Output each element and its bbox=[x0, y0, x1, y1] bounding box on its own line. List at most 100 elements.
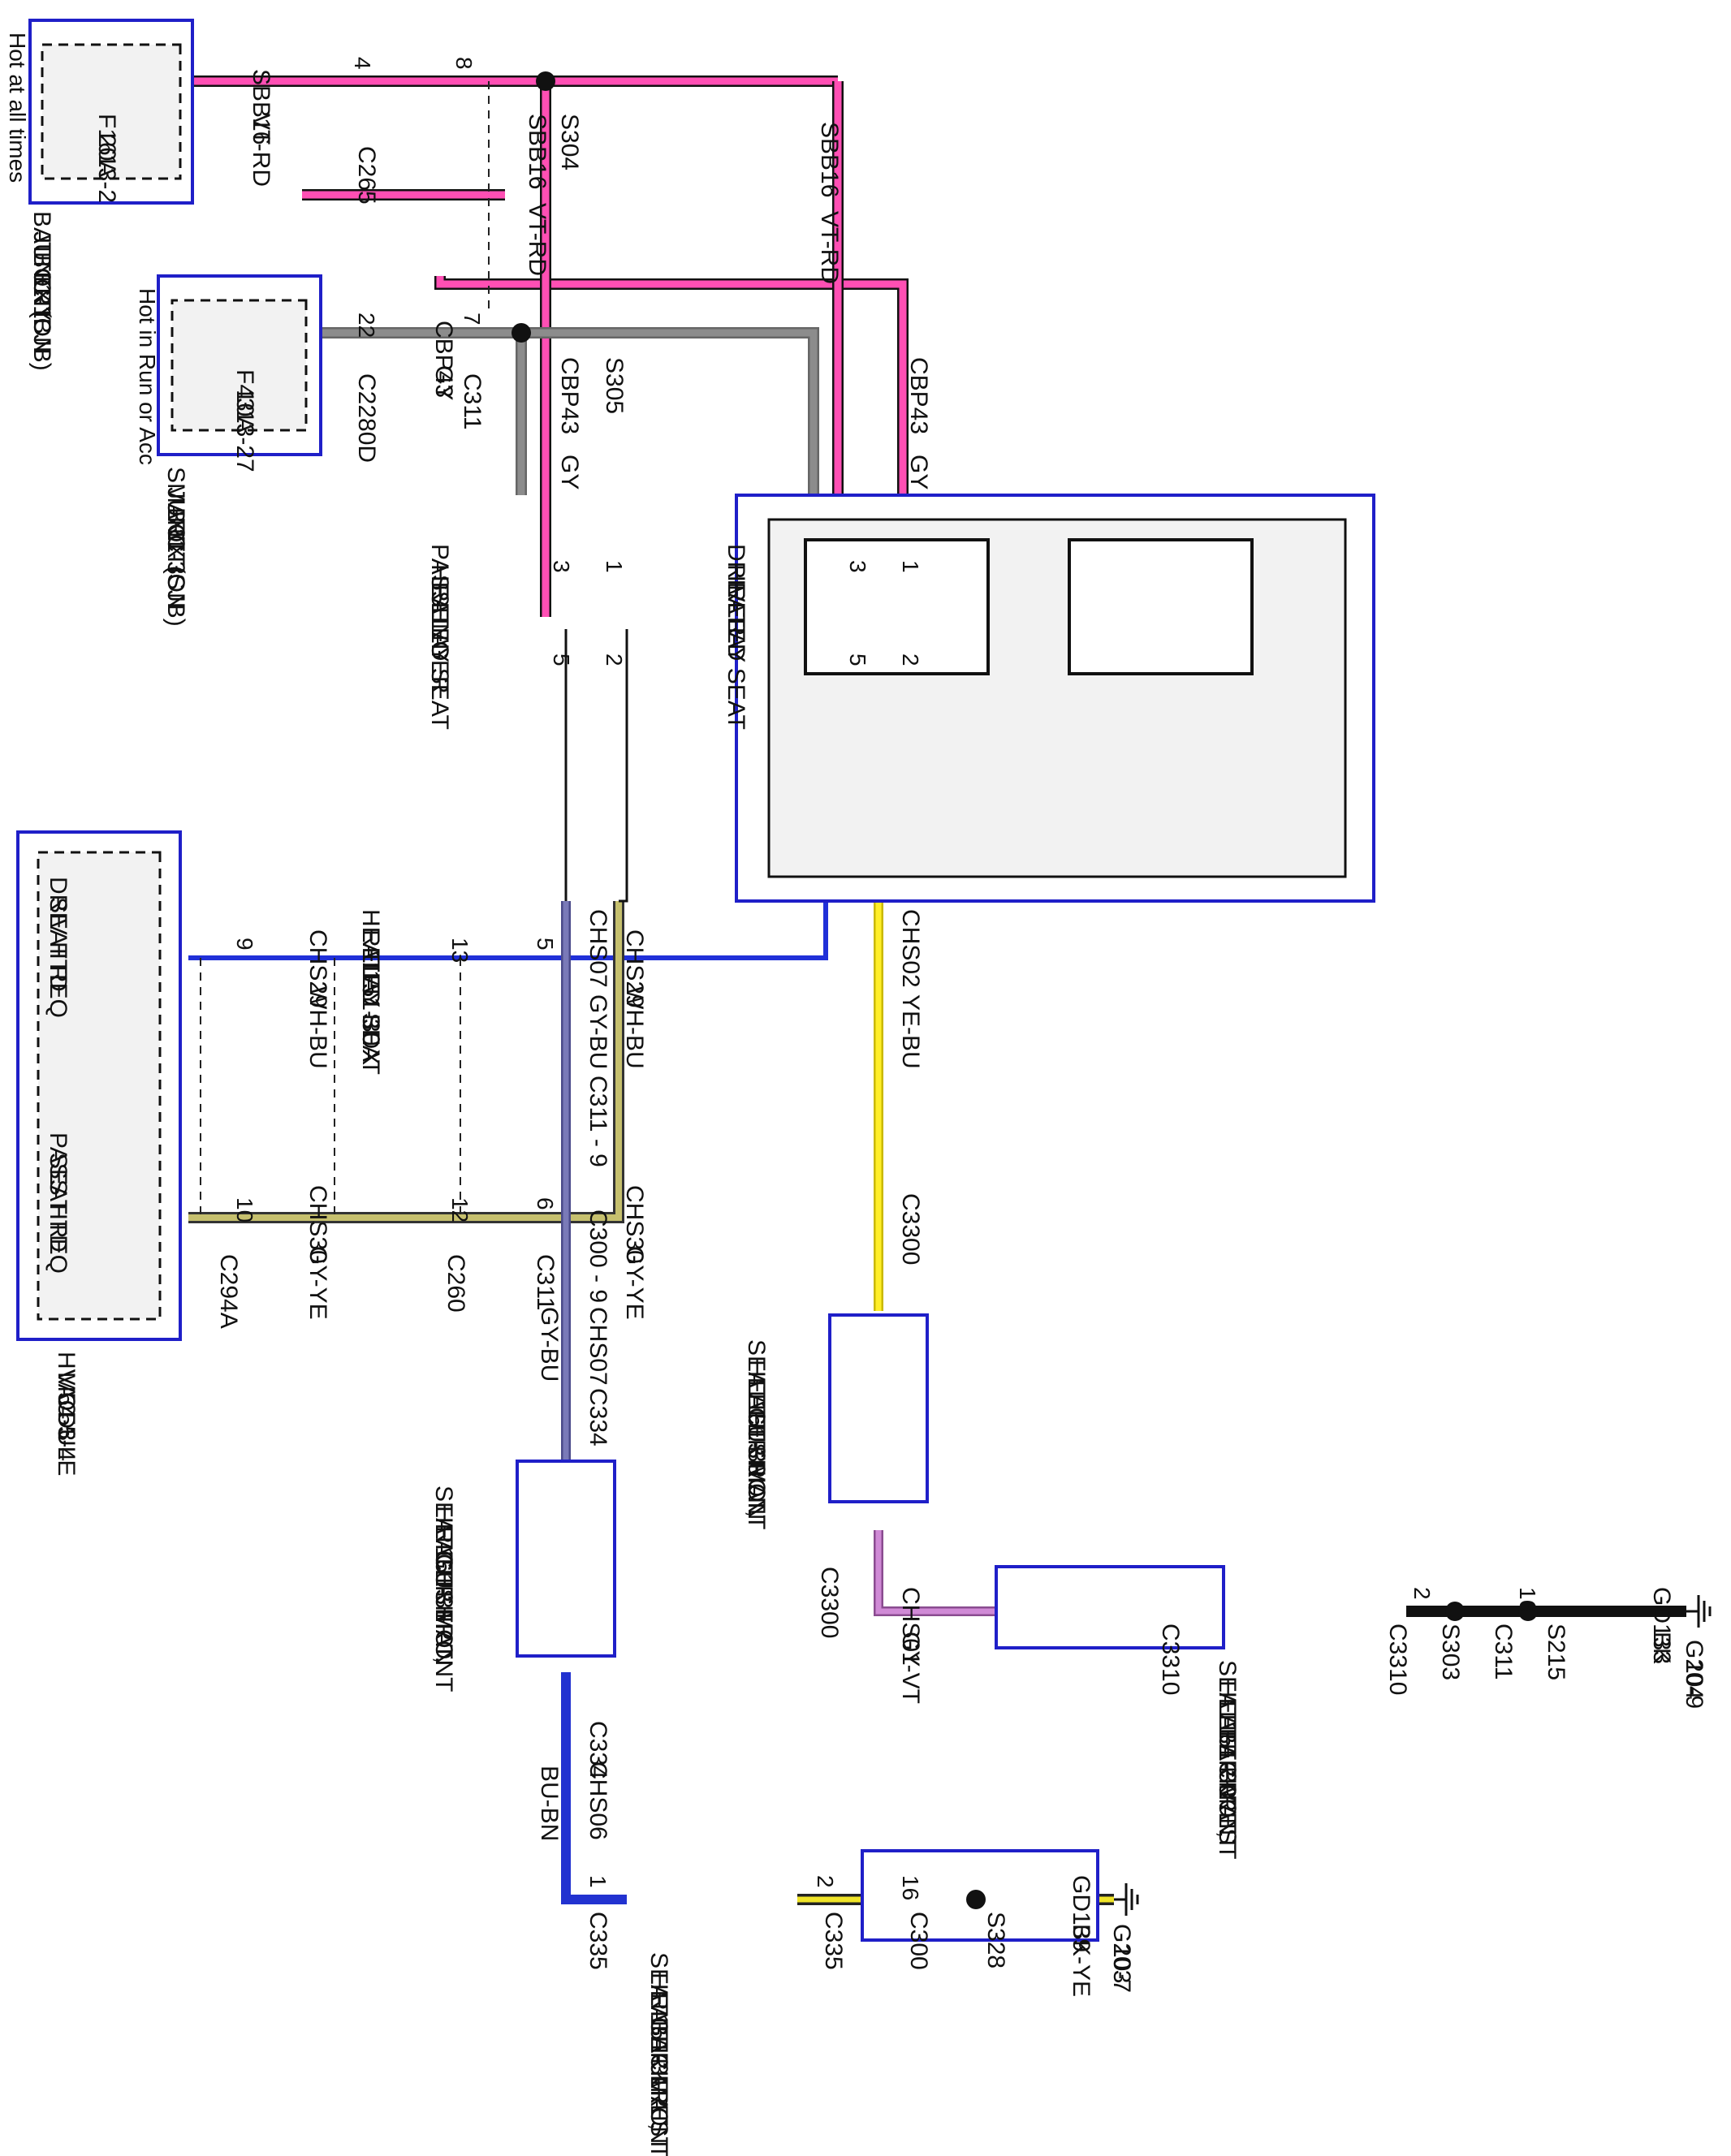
lf-back-line2: HEATER MAT, bbox=[1214, 1680, 1241, 1838]
hvac-title-line2: MODULE bbox=[53, 1372, 80, 1476]
lf-cushion-line4: 151-30 bbox=[743, 1400, 770, 1476]
sjb-title-line2: JUNCTION bbox=[162, 487, 189, 610]
wire-relay-p2-pass bbox=[619, 629, 628, 903]
label-s304: S304 bbox=[556, 114, 583, 170]
label-gyvt: GY-VT bbox=[897, 1632, 924, 1704]
sjb-fuse-area bbox=[171, 299, 308, 432]
wire-chs06 bbox=[561, 1672, 627, 1904]
label-gy-mid: GY bbox=[556, 455, 583, 489]
labels: Hot at all times BATTERY JUNCTION BOX (B… bbox=[5, 32, 1707, 2156]
hvac-driv-line1: DRIV HTD bbox=[45, 877, 71, 992]
label-chs01: CHS01 bbox=[897, 1587, 924, 1666]
pass-relay-title-line2: HEATED SEAT bbox=[426, 564, 453, 730]
splice-s328 bbox=[966, 1890, 986, 1909]
label-bubn: BU-BN bbox=[536, 1766, 563, 1841]
label-whbu-left: WH-BU bbox=[304, 986, 331, 1069]
label-gd133: GD133 bbox=[1648, 1587, 1675, 1664]
label-bkye: BK-YE bbox=[1068, 1924, 1094, 1997]
driver-relay-pin5: 5 bbox=[845, 653, 870, 666]
label-pin16-bottom: 16 bbox=[1515, 1587, 1540, 1612]
label-whbu-right: WH-BU bbox=[621, 986, 648, 1069]
lf-backrest-mat bbox=[995, 1565, 1225, 1649]
label-pin16-bottom-right: 16 bbox=[898, 1875, 923, 1900]
bjb-title-line4: 11-1 bbox=[28, 272, 55, 319]
relay-box-title-line1: HEATED SEAT bbox=[357, 909, 384, 1075]
label-bk: BK bbox=[1648, 1632, 1675, 1664]
lf-back-line4: 151-30 bbox=[1214, 1721, 1241, 1796]
wire-cbp43 bbox=[359, 327, 819, 495]
rf-back-line1: SEAT BACKREST bbox=[645, 1952, 672, 2152]
rf-back-line3: RIGHT FRONT bbox=[645, 1993, 672, 2156]
bjb-fuse-ref: 13-2 bbox=[93, 154, 120, 203]
pass-relay-pin5: 5 bbox=[549, 653, 574, 666]
label-chs30-left: CHS30 bbox=[304, 1185, 331, 1264]
rf-cushion-line4: 151-31 bbox=[430, 1546, 457, 1622]
label-g203: G203 bbox=[1108, 1924, 1135, 1983]
label-pin2-c335: 2 bbox=[813, 1875, 838, 1888]
rf-back-line2: HEATER MAT, bbox=[645, 1973, 672, 2130]
label-pin10: 10 bbox=[232, 1197, 257, 1222]
label-c260: C260 bbox=[442, 1254, 469, 1313]
splice-s304 bbox=[536, 71, 555, 91]
hvac-pass-line1: PASS HTD bbox=[45, 1132, 71, 1253]
label-pin13: 13 bbox=[447, 938, 473, 963]
label-cbp43-mid: CBP43 bbox=[556, 357, 583, 434]
wire-chs29 bbox=[188, 901, 828, 960]
label-c2280d: C2280D bbox=[353, 373, 380, 463]
driver-relay-pin1: 1 bbox=[898, 560, 923, 573]
sjb-title-line1: SMART bbox=[162, 467, 189, 551]
lf-back-line1: SEAT BACKREST bbox=[1214, 1660, 1241, 1860]
label-pin5-c311: 5 bbox=[533, 938, 558, 951]
label-chs30-right: CHS30 bbox=[621, 1185, 648, 1264]
label-c311-9: C311 - 9 bbox=[585, 1076, 611, 1167]
pass-relay-title-line1: PASSENGER bbox=[426, 544, 453, 694]
label-gy-right: GY bbox=[430, 365, 457, 400]
rf-cushion-line3: RIGHT FRONT bbox=[430, 1526, 457, 1692]
hvac-driv-line2: SEAT REQ bbox=[45, 897, 71, 1018]
relay-box-title-line3: 11-5 bbox=[357, 950, 384, 997]
label-pin8: 8 bbox=[451, 57, 477, 70]
label-pin12: 12 bbox=[447, 1197, 473, 1222]
label-vtrd-mid: VT-RD bbox=[524, 203, 550, 276]
label-gy-left: GY bbox=[905, 455, 932, 489]
label-c3300-bottom: C3300 bbox=[816, 1567, 843, 1638]
label-c3310-left: C3310 bbox=[1384, 1623, 1411, 1695]
label-gyye-right: GY-YE bbox=[621, 1246, 648, 1320]
rf-cushion-line2: HEATER MAT, bbox=[430, 1506, 457, 1663]
label-sbb16-mid: SBB16 bbox=[524, 114, 550, 189]
sjb-fuse-ref: 13-27 bbox=[231, 410, 258, 472]
label-c265: C265 bbox=[353, 146, 380, 205]
label-yebu: YE-BU bbox=[897, 994, 924, 1069]
label-c334-top: C334 bbox=[585, 1388, 611, 1447]
bjb-title-line2: JUNCTION bbox=[28, 231, 55, 355]
rf-cushion-mat bbox=[516, 1460, 616, 1658]
label-c294a: C294A bbox=[215, 1254, 242, 1329]
label-pin9-hvac: 9 bbox=[232, 938, 257, 951]
hvac-title-line3: 54-3 bbox=[53, 1392, 80, 1441]
wire-cbp43-fill bbox=[359, 329, 818, 495]
pass-relay-pin2: 2 bbox=[602, 653, 627, 666]
sjb-fuse-rating: 10A bbox=[231, 390, 258, 433]
pass-relay-pin3: 3 bbox=[549, 560, 574, 573]
label-c335-right: C335 bbox=[585, 1912, 611, 1970]
hvac-title-line4: 55-4 bbox=[53, 1412, 80, 1461]
label-chs07-top: CHS07 bbox=[585, 909, 611, 988]
bjb-title-line1: BATTERY bbox=[28, 211, 55, 321]
relay-box-title-line2: RELAY BOX bbox=[357, 929, 384, 1065]
label-c300-9: C300 - 9 bbox=[585, 1210, 611, 1303]
splice-s303 bbox=[1445, 1602, 1465, 1621]
label-vtrd-left: VT-RD bbox=[816, 211, 843, 284]
label-s305: S305 bbox=[601, 357, 628, 414]
driver-relay-title-line3: RELAY bbox=[723, 584, 749, 662]
label-c335-left: C335 bbox=[820, 1912, 847, 1970]
driver-relay-title-line1: DRIVER bbox=[723, 544, 749, 636]
splice-s215 bbox=[1518, 1602, 1538, 1621]
splice-s305 bbox=[512, 323, 531, 343]
driver-relay-pin2: 2 bbox=[898, 653, 923, 666]
lf-cushion-mat bbox=[828, 1313, 929, 1503]
label-pin4: 4 bbox=[350, 57, 375, 70]
label-sbb16-top: SBB16 bbox=[248, 69, 274, 144]
bjb-title-line3: BOX (BJB) bbox=[28, 252, 55, 371]
